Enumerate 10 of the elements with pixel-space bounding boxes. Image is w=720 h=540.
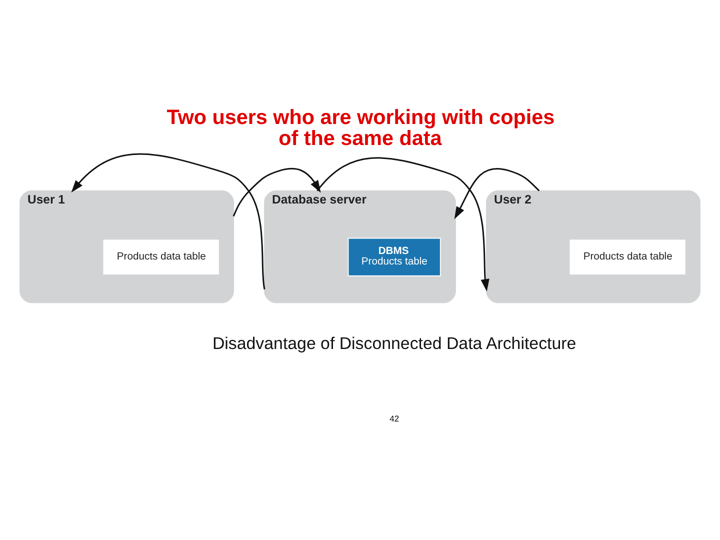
label: 42	[390, 412, 400, 423]
arrow	[454, 167, 540, 219]
diagram-title: Two users who are working with copies of the same data	[166, 106, 555, 150]
node-box: Products data table	[103, 239, 219, 274]
caption: Disadvantage of Disconnected Data Architecture	[212, 334, 576, 353]
arrow	[310, 156, 490, 292]
arrow	[232, 167, 321, 216]
node-box: Products data table	[570, 239, 686, 274]
arrow	[71, 152, 266, 289]
node-box: DBMS Products table	[348, 237, 441, 276]
